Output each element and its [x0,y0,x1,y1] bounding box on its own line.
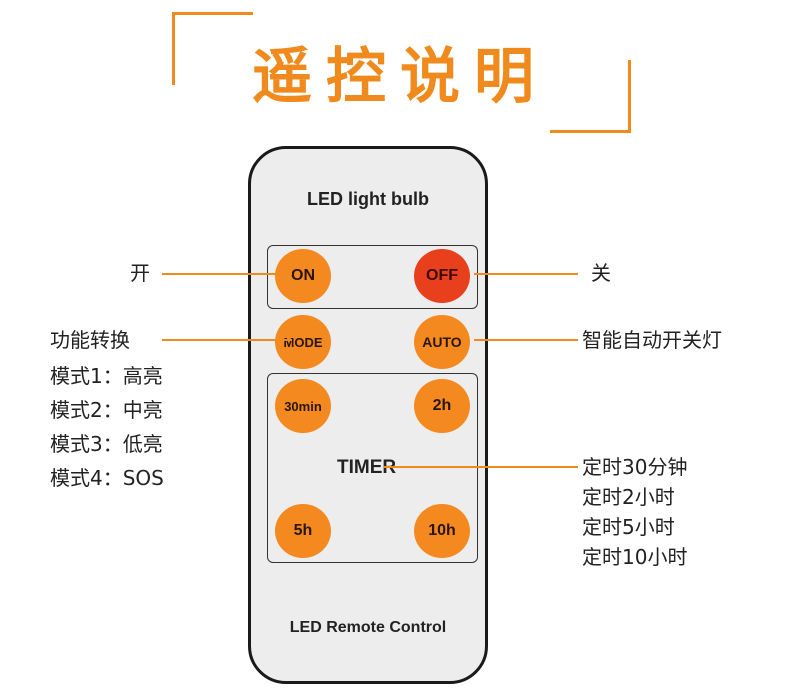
off-button-label: OFF [426,267,458,284]
mode-1-annotation: 模式1：高亮 [50,364,163,388]
auto-callout-line [474,339,578,341]
remote-bottom-label: LED Remote Control [289,619,447,636]
auto-button-label: AUTO [422,334,462,350]
auto-button[interactable]: AUTO [414,315,470,369]
timer-10h-annotation: 定时10小时 [582,545,688,569]
remote-control: LED light bulb ON OFF MODE AUTO 30min 2h… [248,146,488,684]
on-callout-line [162,273,292,275]
mode-4-annotation: 模式4：SOS [50,466,164,490]
auto-annotation: 智能自动开关灯 [582,328,722,352]
timer-2h-annotation: 定时2小时 [582,485,675,509]
timer-10h-button[interactable]: 10h [414,504,470,558]
timer-label: TIMER [337,457,397,478]
timer-2h-button[interactable]: 2h [414,379,470,433]
off-annotation: 关 [591,261,611,285]
on-button[interactable]: ON [275,249,331,303]
mode-button-label: MODE [283,334,323,350]
on-annotation: 开 [130,261,150,285]
timer-5h-label: 5h [293,522,313,539]
timer-30min-annotation: 定时30分钟 [582,455,688,479]
power-button-group [267,245,478,309]
off-callout-line [474,273,578,275]
mode-callout-line [162,339,292,341]
remote-top-label: LED light bulb [307,189,429,209]
page-title: 遥控说明 [252,42,548,112]
off-button[interactable]: OFF [414,249,470,303]
mode-annotation: 功能转换 [50,328,130,352]
title-bracket-left [172,12,253,85]
on-button-label: ON [291,267,315,284]
mode-2-annotation: 模式2：中亮 [50,398,163,422]
title-bracket-right [550,60,631,133]
timer-5h-button[interactable]: 5h [275,504,331,558]
mode-button[interactable]: MODE [275,315,331,369]
timer-30min-label: 30min [284,398,322,414]
timer-30min-button[interactable]: 30min [275,379,331,433]
timer-callout-line [384,466,578,468]
mode-3-annotation: 模式3：低亮 [50,432,163,456]
timer-5h-annotation: 定时5小时 [582,515,675,539]
timer-button-group [267,373,478,563]
timer-10h-label: 10h [428,522,456,539]
timer-2h-label: 2h [432,397,452,414]
